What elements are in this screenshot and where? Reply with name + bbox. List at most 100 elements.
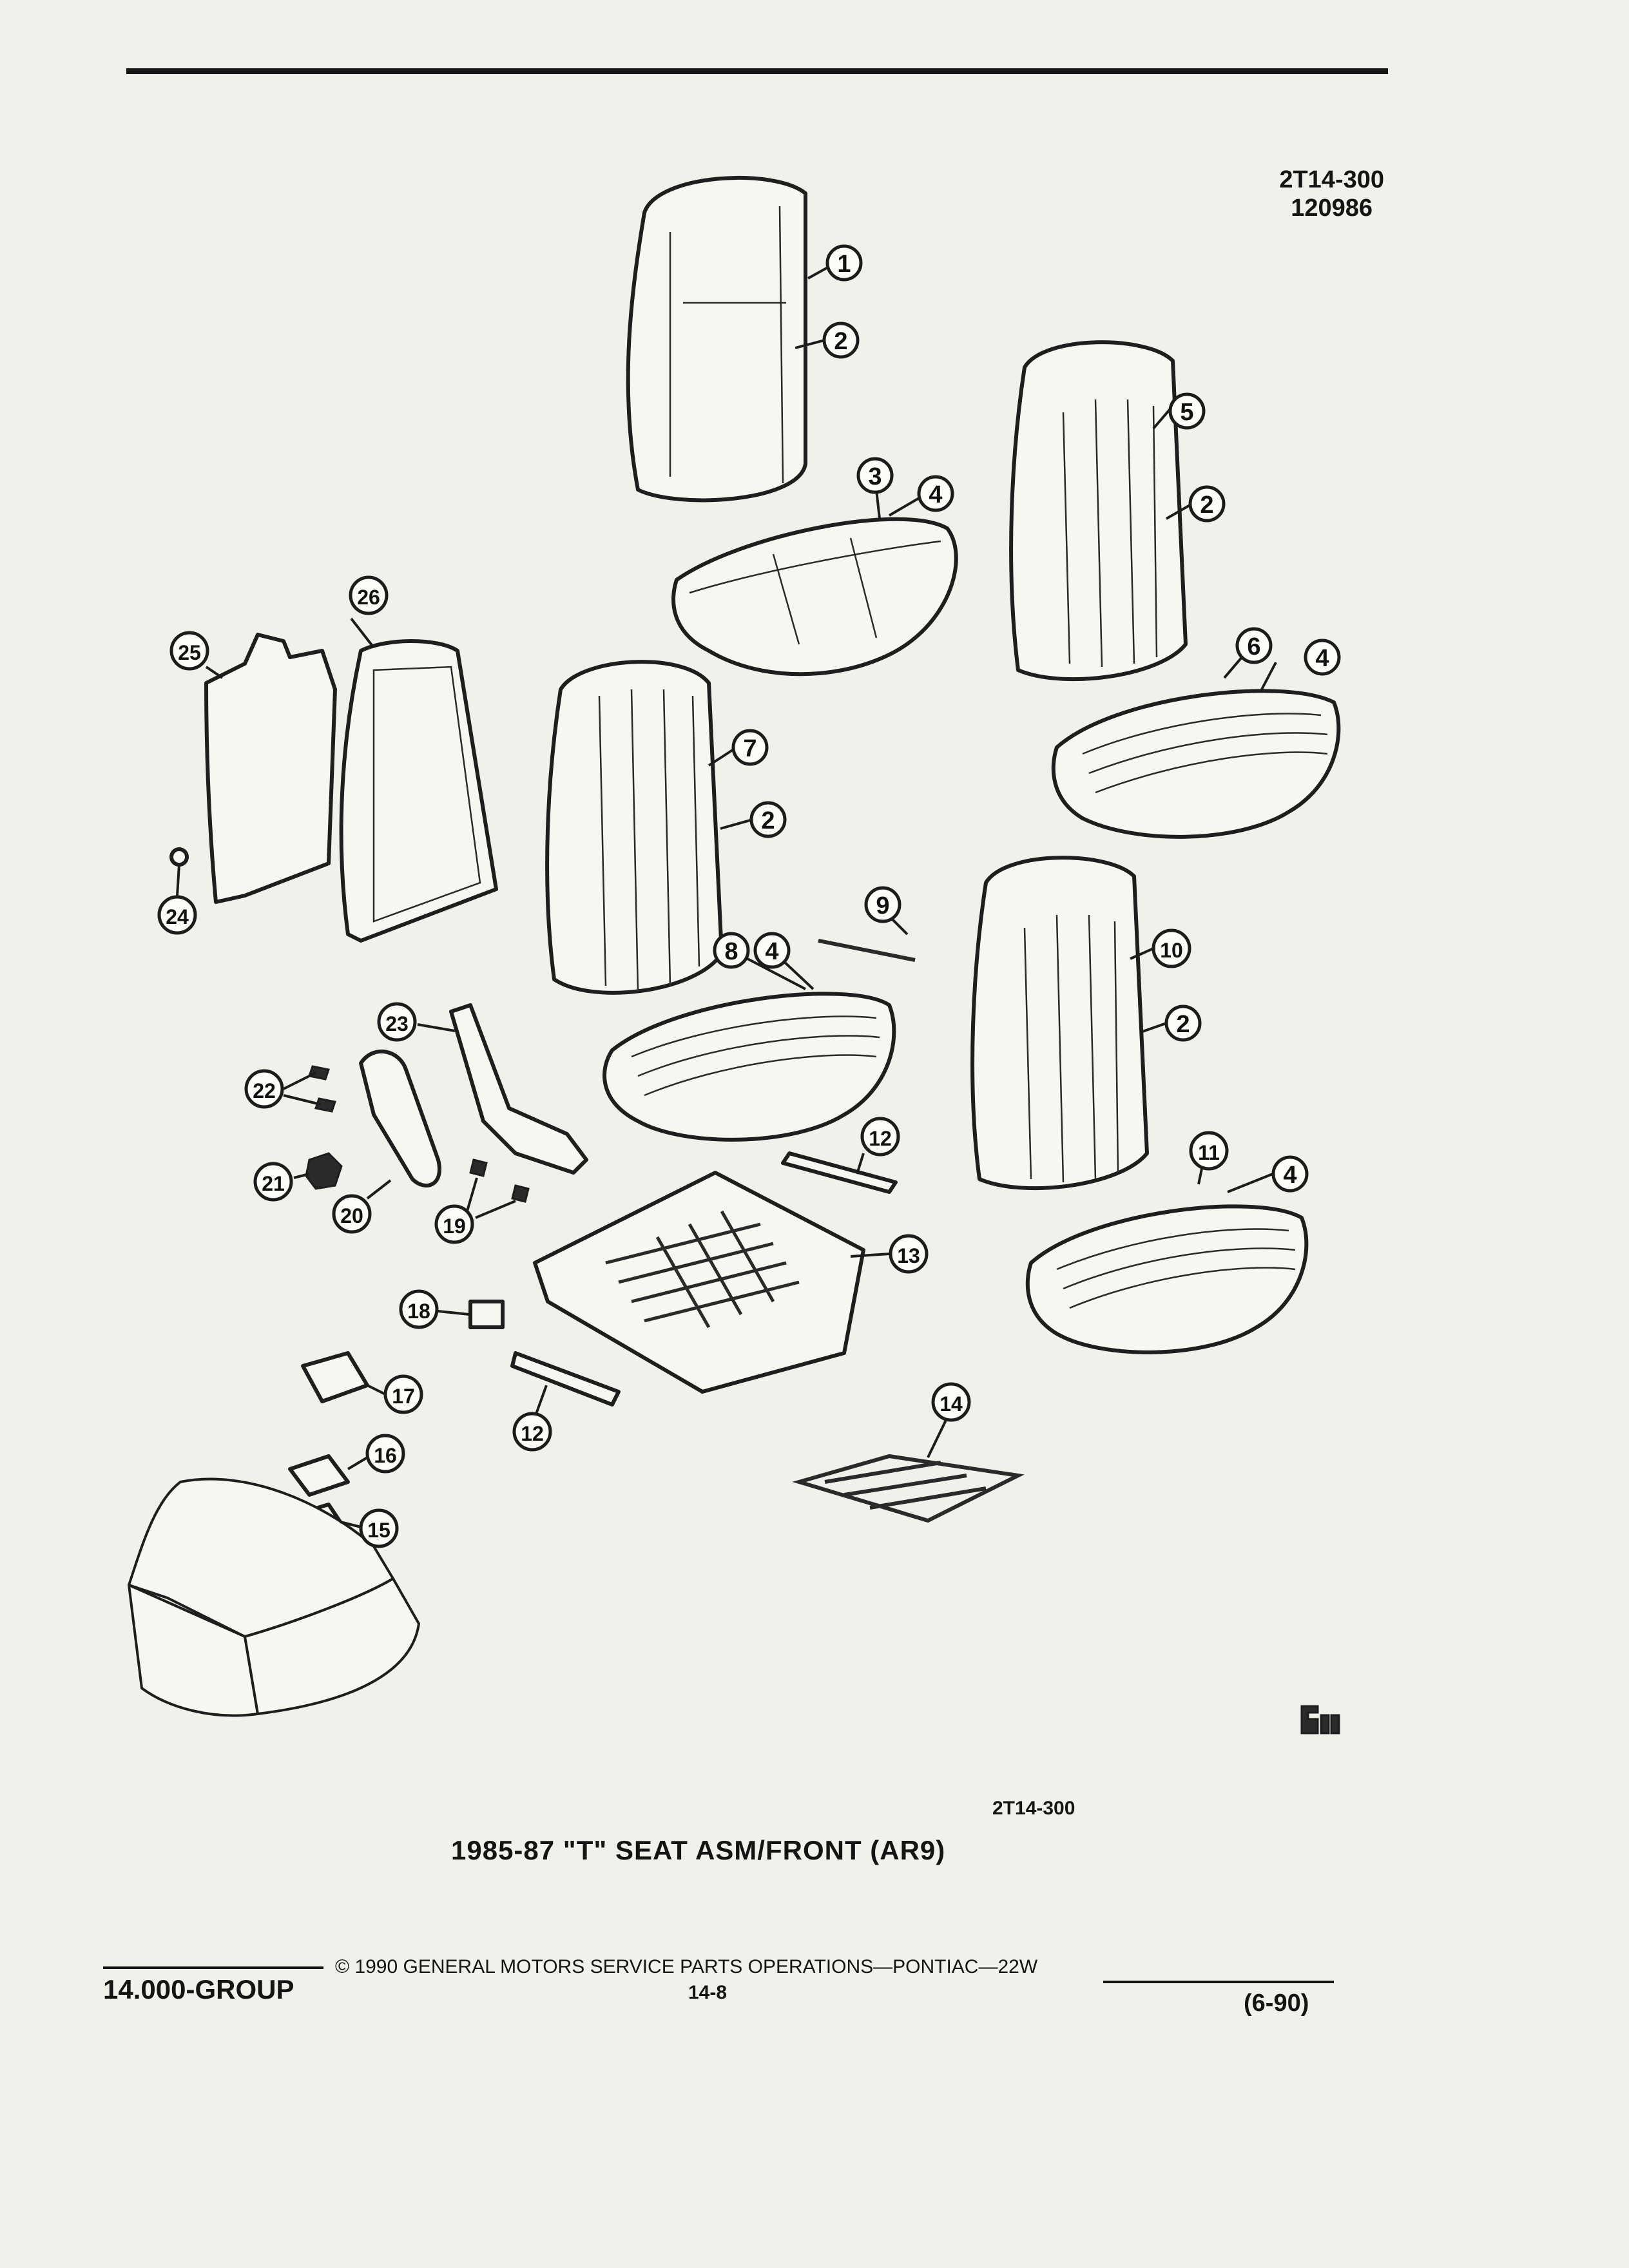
callout-10: 10 <box>1152 928 1191 968</box>
callout-7: 7 <box>731 729 769 766</box>
callout-9: 9 <box>864 886 901 923</box>
trim-12-lower-drawing <box>510 1351 621 1407</box>
callout-4d-label: 4 <box>1283 1162 1296 1189</box>
callout-2d-label: 2 <box>1176 1011 1190 1038</box>
screw-24-drawing <box>169 847 189 867</box>
callout-12a-label: 12 <box>869 1127 892 1150</box>
callout-4b-label: 4 <box>1315 645 1329 672</box>
callout-22-label: 22 <box>253 1079 276 1102</box>
bolts-22-drawing <box>308 1065 336 1113</box>
illustration-title: 1985-87 "T" SEAT ASM/FRONT (AR9) <box>451 1835 946 1865</box>
seat-frame-13-drawing <box>533 1171 865 1394</box>
back-panel-25-drawing <box>204 633 337 904</box>
footer-copyright: © 1990 GENERAL MOTORS SERVICE PARTS OPER… <box>335 1956 1038 1977</box>
cover-20-drawing <box>359 1050 441 1187</box>
seat-cushion-8-drawing <box>602 992 896 1142</box>
callout-26: 26 <box>349 575 389 615</box>
footer-revision: (6-90) <box>1244 1990 1309 2017</box>
seat-cushion-3-drawing <box>671 517 958 677</box>
callout-7-label: 7 <box>743 735 757 762</box>
callout-13-label: 13 <box>897 1244 920 1267</box>
footer-rule-right <box>1103 1981 1334 1983</box>
top-rule <box>126 68 1388 74</box>
seat-back-7-drawing <box>545 660 724 995</box>
knob-21-drawing <box>305 1152 343 1190</box>
callout-15: 15 <box>359 1508 399 1548</box>
callout-4a-label: 4 <box>929 481 942 508</box>
callout-18: 18 <box>399 1289 439 1329</box>
callout-21: 21 <box>253 1162 293 1202</box>
callout-8: 8 <box>713 932 750 969</box>
console-drawing <box>128 1477 420 1717</box>
trim-12-upper-drawing <box>781 1151 898 1194</box>
callout-3: 3 <box>856 457 894 494</box>
callout-10-label: 10 <box>1160 939 1183 962</box>
seat-cushion-11-drawing <box>1025 1204 1309 1354</box>
callout-23-label: 23 <box>385 1012 409 1035</box>
callout-23: 23 <box>377 1002 417 1042</box>
callout-2c: 2 <box>749 801 787 838</box>
diagram-code: 2T14-300 <box>1279 166 1384 193</box>
callout-3-label: 3 <box>868 463 882 490</box>
callout-12b: 12 <box>512 1412 552 1452</box>
diagram-date: 120986 <box>1291 195 1373 222</box>
seat-back-10-drawing <box>970 856 1149 1191</box>
seat-cushion-6-drawing <box>1051 689 1341 839</box>
footer-page-number: 14-8 <box>688 1982 728 2003</box>
gm-logo-mark <box>1300 1705 1340 1735</box>
callout-21-label: 21 <box>262 1172 285 1195</box>
callout-2b-label: 2 <box>1200 492 1213 519</box>
callout-2a-label: 2 <box>834 328 847 355</box>
footer-group: 14.000-GROUP <box>103 1974 294 2004</box>
leader-lines <box>176 264 1277 1528</box>
back-frame-26-drawing <box>339 639 498 943</box>
bezel-16-drawing <box>288 1454 350 1497</box>
callout-11-label: 11 <box>1198 1141 1220 1164</box>
footer-rule-left <box>103 1966 323 1969</box>
illustration-code: 2T14-300 <box>992 1798 1075 1819</box>
callout-11: 11 <box>1189 1131 1229 1171</box>
callout-14-label: 14 <box>940 1392 963 1416</box>
callout-15-label: 15 <box>367 1519 390 1542</box>
callout-9-label: 9 <box>876 892 889 919</box>
callout-6-label: 6 <box>1247 633 1260 660</box>
callout-24: 24 <box>157 895 197 935</box>
callout-20: 20 <box>332 1194 372 1234</box>
recliner-23-drawing <box>449 1003 588 1175</box>
callout-19: 19 <box>434 1204 474 1244</box>
callout-22: 22 <box>244 1069 284 1109</box>
bolts-19-drawing <box>469 1158 530 1203</box>
callout-5-label: 5 <box>1180 399 1193 426</box>
cap-17-drawing <box>301 1351 369 1403</box>
callout-4b: 4 <box>1304 639 1341 676</box>
callout-2b: 2 <box>1188 485 1226 523</box>
callout-18-label: 18 <box>407 1300 430 1323</box>
callout-25: 25 <box>169 631 209 671</box>
rod-9-drawing <box>818 939 916 962</box>
callout-24-label: 24 <box>166 905 189 928</box>
callout-16: 16 <box>365 1434 405 1474</box>
callout-26-label: 26 <box>357 586 380 609</box>
callout-4a: 4 <box>917 475 954 512</box>
callout-12a: 12 <box>860 1117 900 1157</box>
callout-25-label: 25 <box>178 641 201 664</box>
callout-14: 14 <box>931 1382 971 1422</box>
callout-5: 5 <box>1168 392 1206 430</box>
callout-2a: 2 <box>822 322 860 359</box>
callout-13: 13 <box>889 1234 929 1274</box>
callout-1: 1 <box>825 244 863 282</box>
callout-8-label: 8 <box>724 938 738 965</box>
clip-18-drawing <box>468 1300 505 1329</box>
callout-1-label: 1 <box>837 251 851 278</box>
seat-back-1-drawing <box>626 176 807 503</box>
callout-17: 17 <box>383 1374 423 1414</box>
callout-6: 6 <box>1235 627 1273 664</box>
callout-19-label: 19 <box>443 1215 466 1238</box>
callout-20-label: 20 <box>340 1204 363 1227</box>
callout-2d: 2 <box>1164 1004 1202 1042</box>
callout-12b-label: 12 <box>521 1422 544 1445</box>
callout-4d: 4 <box>1271 1155 1309 1193</box>
spring-14-drawing <box>792 1454 1025 1523</box>
